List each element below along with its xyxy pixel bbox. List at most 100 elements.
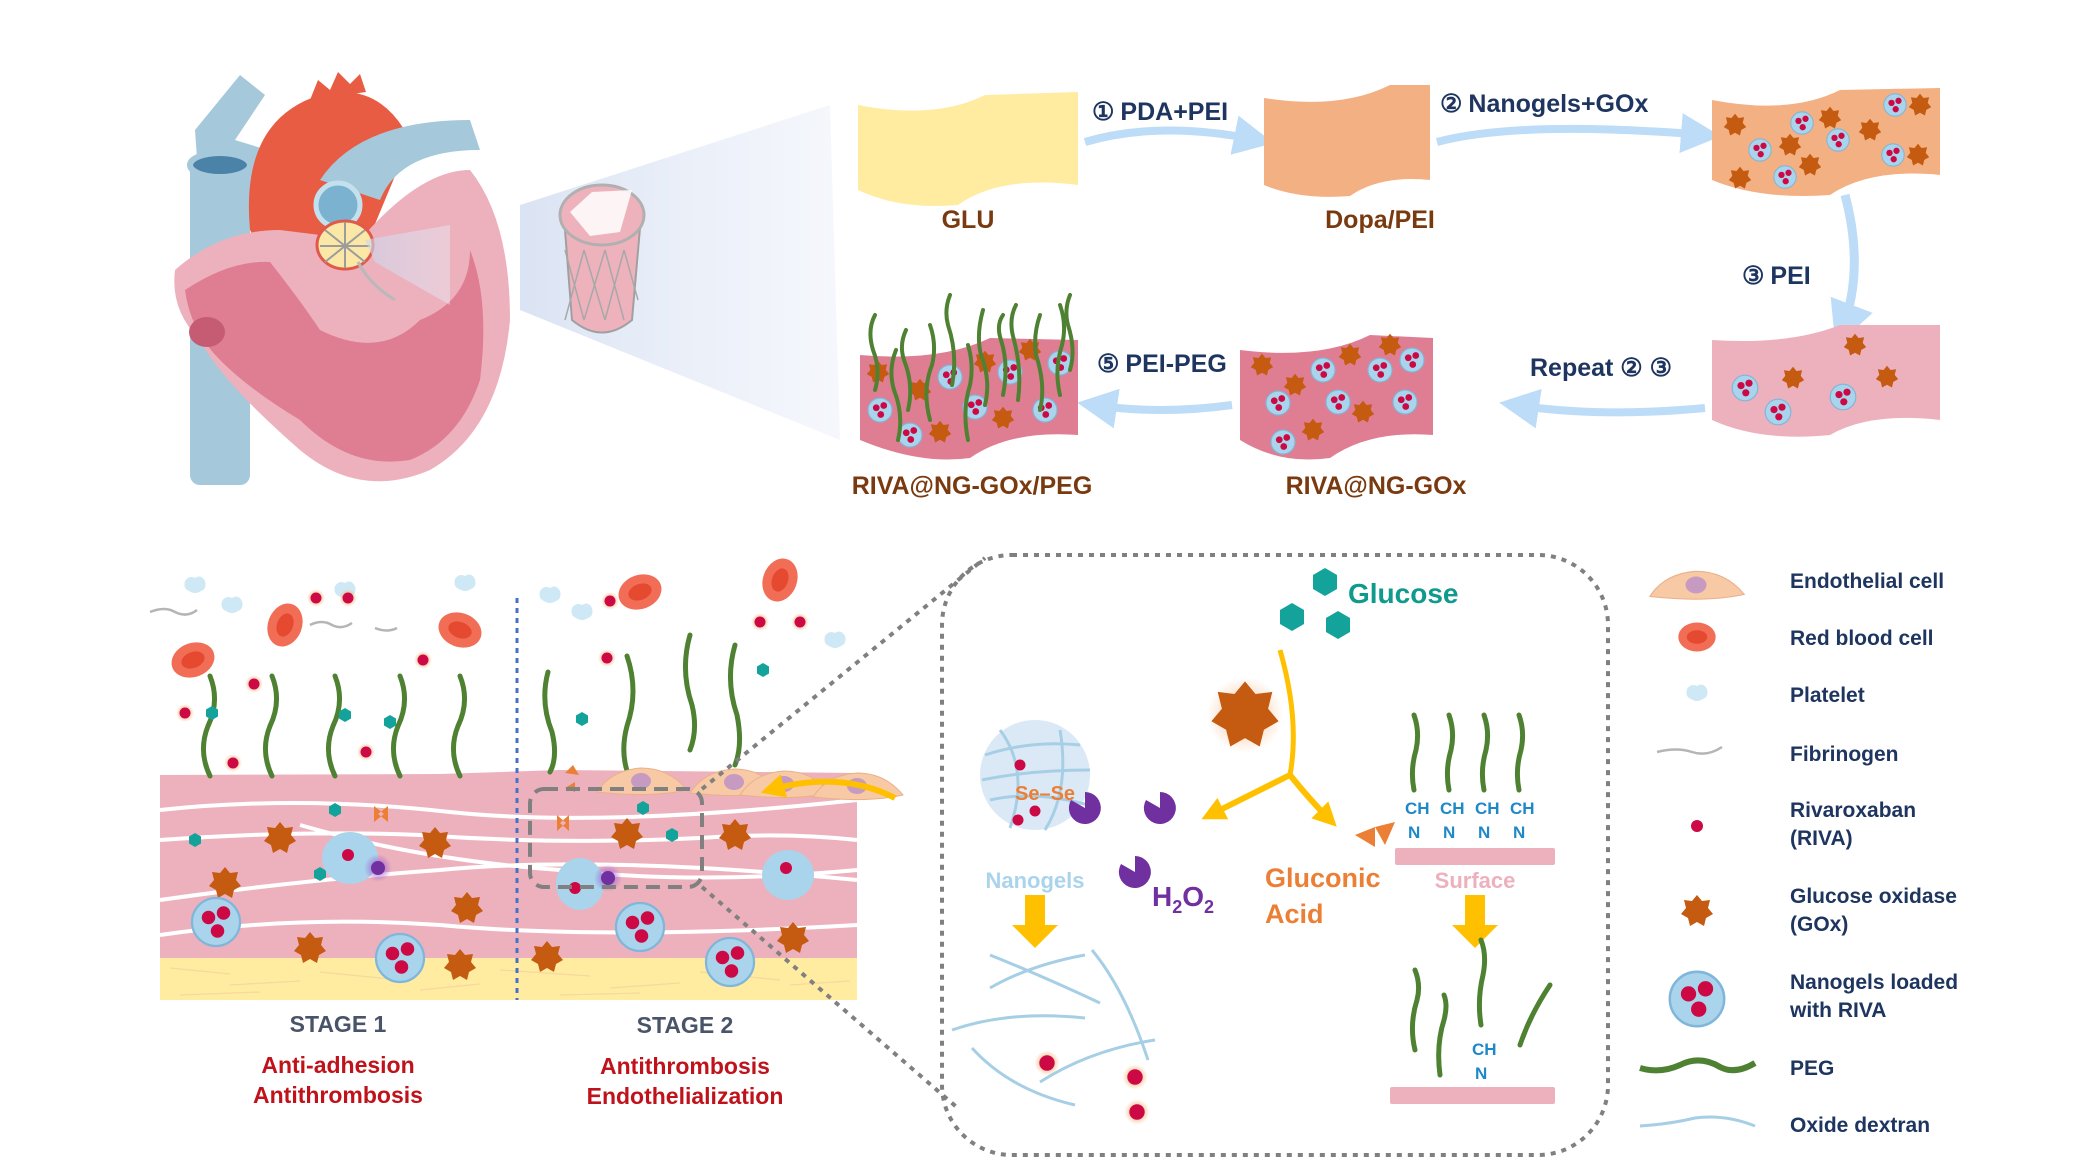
- arrow-step-3: [1830, 193, 1873, 347]
- imine-n-after: N: [1475, 1064, 1487, 1083]
- valve-stent-illustration: [558, 183, 646, 334]
- stage-1-line-1: Anti-adhesion: [261, 1052, 414, 1078]
- stage-2-caption: STAGE 2 Antithrombosis Endothelializatio…: [587, 1012, 784, 1109]
- step-3-label: PEI: [1770, 262, 1810, 290]
- step-2-label: Nanogels+GOx: [1468, 90, 1648, 118]
- imine-ch-1: CH: [1405, 799, 1430, 818]
- svg-text:Fibrinogen: Fibrinogen: [1790, 743, 1899, 766]
- fibrinogen-icon: [1656, 745, 1723, 755]
- imine-ch-after: CH: [1472, 1040, 1497, 1059]
- gluconic-label-1: Gluconic: [1265, 863, 1381, 893]
- stage-2-line-1: Antithrombosis: [600, 1053, 770, 1079]
- dopa-pei-substrate: [1264, 85, 1430, 197]
- nanogel-icon: [1668, 970, 1726, 1028]
- sample-label-riva-ng-gox: RIVA@NG-GOx: [1286, 472, 1467, 500]
- endothelial-cell-icon: [1649, 570, 1745, 600]
- glu-substrate: [858, 92, 1078, 206]
- sample-after-step-2: [1712, 88, 1940, 196]
- glucose-label: Glucose: [1348, 578, 1458, 609]
- migration-arrow: [760, 774, 897, 801]
- mechanism-panel: [940, 553, 1610, 1157]
- svg-text:Platelet: Platelet: [1790, 684, 1865, 707]
- arrow-repeat: [1499, 388, 1706, 429]
- arrow-step-2: [1435, 113, 1721, 153]
- repeat-label: Repeat ② ③: [1530, 354, 1672, 382]
- se-se-bond-label: Se–Se: [1015, 783, 1075, 805]
- stage-2-line-2: Endothelialization: [587, 1083, 784, 1109]
- imine-n-3: N: [1478, 823, 1490, 842]
- imine-n-2: N: [1443, 823, 1455, 842]
- gluconic-acid-icon: [1355, 822, 1395, 847]
- sample-riva-ng-gox: [1240, 333, 1433, 460]
- legend-item-gox: Glucose oxidase (GOx): [1681, 885, 1957, 936]
- sample-after-step-3: [1712, 325, 1940, 437]
- surface-bar: [1395, 848, 1555, 865]
- step-1-label: PDA+PEI: [1120, 98, 1228, 126]
- step-5-number: ⑤: [1097, 350, 1119, 378]
- arrow-step-1: [1083, 115, 1274, 155]
- legend-item-platelet: Platelet: [1686, 684, 1865, 707]
- sample-label-riva-ng-gox-peg: RIVA@NG-GOx/PEG: [852, 472, 1093, 500]
- h2o2-label: H2O2: [1152, 881, 1214, 917]
- legend-item-endothelial: Endothelial cell: [1649, 570, 1944, 600]
- surface-bar-after: [1390, 1087, 1555, 1104]
- svg-text:PEG: PEG: [1790, 1057, 1834, 1080]
- zoom-connector-bottom: [700, 885, 962, 1112]
- arrow-step-5: [1077, 388, 1233, 429]
- degradation-arrow-surface: [1452, 895, 1498, 948]
- sample-riva-ng-gox-peg: [860, 293, 1078, 460]
- degradation-arrow-nanogel: [1012, 895, 1058, 948]
- mechanism-detail: Glucose Se–Se Nanogels H2O2 Gluconic Aci…: [951, 568, 1555, 1125]
- stage-1-line-2: Antithrombosis: [253, 1082, 423, 1108]
- imine-n-4: N: [1513, 823, 1525, 842]
- svg-text:Red blood cell: Red blood cell: [1790, 627, 1934, 650]
- legend-item-dextran: Oxide dextran: [1639, 1114, 1930, 1137]
- step-2-number: ②: [1440, 90, 1462, 118]
- svg-text:Rivaroxaban: Rivaroxaban: [1790, 799, 1916, 822]
- degraded-dextran: [951, 949, 1156, 1107]
- glucose-oxidase-icon: [1681, 895, 1713, 926]
- gluconic-label-2: Acid: [1265, 899, 1324, 929]
- stage-2-title: STAGE 2: [637, 1012, 734, 1038]
- peg-icon: [1639, 1057, 1757, 1074]
- legend-item-peg: PEG: [1639, 1057, 1834, 1080]
- legend-item-rbc: Red blood cell: [1678, 622, 1934, 652]
- oxide-dextran-icon: [1639, 1115, 1756, 1128]
- legend-item-riva: Rivaroxaban (RIVA): [1691, 799, 1916, 850]
- legend: Endothelial cell Red blood cell Platelet…: [1639, 570, 1958, 1137]
- legend-item-nanogel: Nanogels loaded with RIVA: [1668, 970, 1958, 1028]
- stage-1-title: STAGE 1: [290, 1011, 387, 1037]
- zoom-region-box: [528, 787, 704, 889]
- imine-ch-3: CH: [1475, 799, 1500, 818]
- imine-ch-4: CH: [1510, 799, 1535, 818]
- step-3-number: ③: [1742, 262, 1764, 290]
- rivaroxaban-icon: [1691, 820, 1703, 832]
- sample-label-dopa-pei: Dopa/PEI: [1325, 206, 1435, 234]
- surface-label: Surface: [1435, 868, 1516, 893]
- stage-1-caption: STAGE 1 Anti-adhesion Antithrombosis: [253, 1011, 423, 1108]
- svg-text:Endothelial cell: Endothelial cell: [1790, 570, 1944, 593]
- vessel-wall-illustration: [149, 553, 904, 1000]
- svg-text:Glucose oxidase: Glucose oxidase: [1790, 885, 1957, 908]
- step-5-label: PEI-PEG: [1125, 350, 1226, 378]
- red-blood-cell-icon: [1678, 622, 1716, 652]
- heart-illustration: [174, 72, 510, 485]
- svg-text:(RIVA): (RIVA): [1790, 827, 1853, 850]
- svg-text:Oxide dextran: Oxide dextran: [1790, 1114, 1930, 1137]
- imine-ch-2: CH: [1440, 799, 1465, 818]
- svg-text:with RIVA: with RIVA: [1789, 999, 1886, 1022]
- step-1-number: ①: [1092, 98, 1114, 126]
- nanogels-label: Nanogels: [985, 868, 1084, 893]
- imine-n-1: N: [1408, 823, 1420, 842]
- svg-text:(GOx): (GOx): [1790, 913, 1848, 936]
- svg-text:Nanogels loaded: Nanogels loaded: [1790, 971, 1958, 994]
- zoom-beam-small: [365, 225, 450, 305]
- platelet-icon: [1686, 684, 1708, 701]
- sample-label-glu: GLU: [942, 206, 995, 234]
